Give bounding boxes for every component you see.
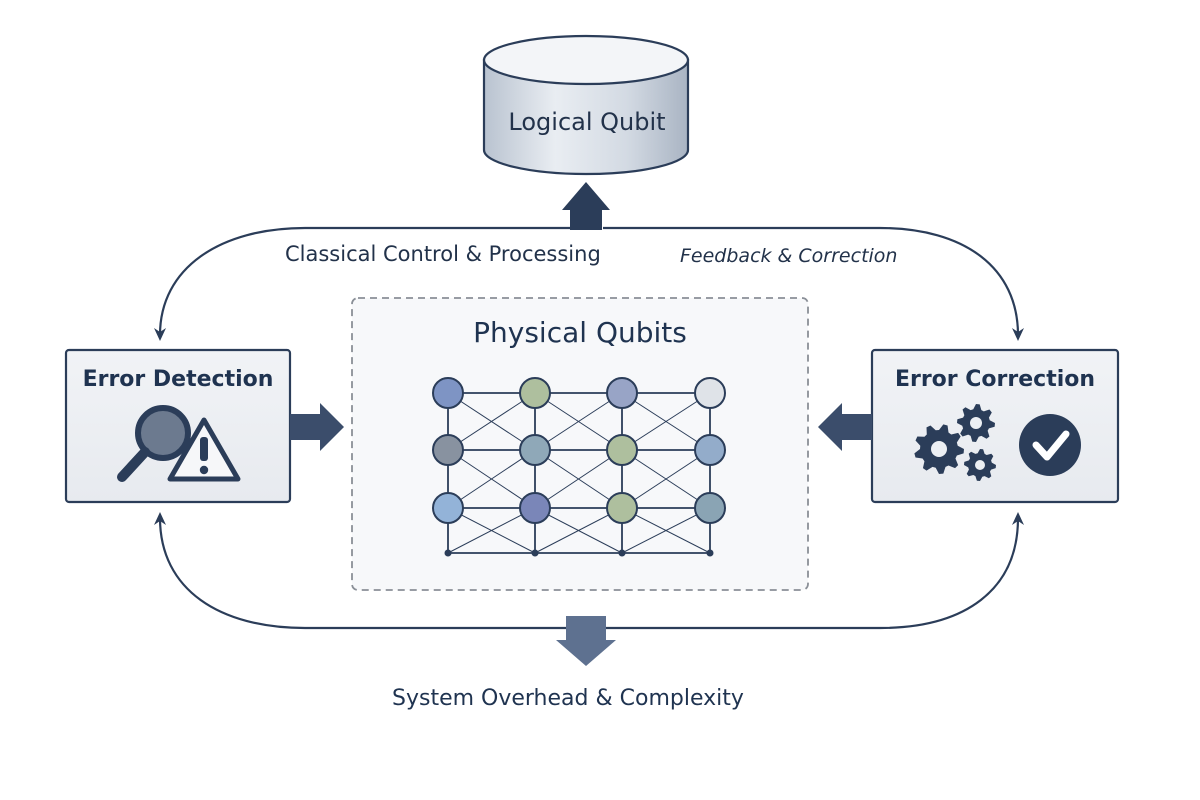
up-arrow [562,182,610,230]
qubit-node [606,377,638,409]
lattice-diagonal [621,449,711,509]
qubit-node [694,492,726,524]
qubit-node [606,434,638,466]
system-overhead-label: System Overhead & Complexity [392,686,744,711]
gear-hole [931,441,947,457]
qubit-node [432,434,464,466]
lattice-anchor [706,549,714,557]
magnifier-icon [117,405,191,482]
loop-top-right-arrow [603,226,1024,341]
lattice-diagonal [447,449,536,509]
lattice-diagonal [621,507,711,554]
loop-bottom-right-arrow [600,512,1024,630]
lattice-diagonal [447,507,536,554]
qubit-node [432,492,464,524]
correction-to-physical-arrow [818,403,872,451]
qubit-node [432,377,464,409]
down-arrow [556,616,616,666]
lattice-anchor [531,549,539,557]
lattice-diagonal [534,507,623,554]
logical-qubit-cylinder [482,34,690,176]
detection-to-physical-arrow [290,403,344,451]
qubit-node [606,492,638,524]
lattice-diagonal [621,392,711,451]
physical-qubits-title: Physical Qubits [473,316,687,349]
error-detection-title: Error Detection [82,367,274,392]
qubit-node [519,492,551,524]
error-correction-title: Error Correction [894,367,1096,392]
lattice-diagonal [534,392,623,451]
lattice-anchor [444,549,452,557]
loop-top-left-arrow [154,226,575,341]
logical-qubit-label: Logical Qubit [508,108,666,136]
lattice-anchor [618,549,626,557]
qubit-node [694,377,726,409]
qubit-node [694,434,726,466]
lattice-diagonal [534,449,623,509]
gear-hole [975,460,985,470]
lattice-diagonal [447,392,536,451]
gears-icon [914,404,996,481]
warning-icon [167,417,241,482]
gear-hole [970,417,982,429]
qubit-node [519,377,551,409]
feedback-correction-label: Feedback & Correction [680,245,898,267]
checkmark-icon [1019,414,1081,476]
loop-bottom-left-arrow [154,512,600,630]
qubit-lattice [432,377,726,557]
classical-control-label: Classical Control & Processing [285,242,601,266]
qubit-node [519,434,551,466]
